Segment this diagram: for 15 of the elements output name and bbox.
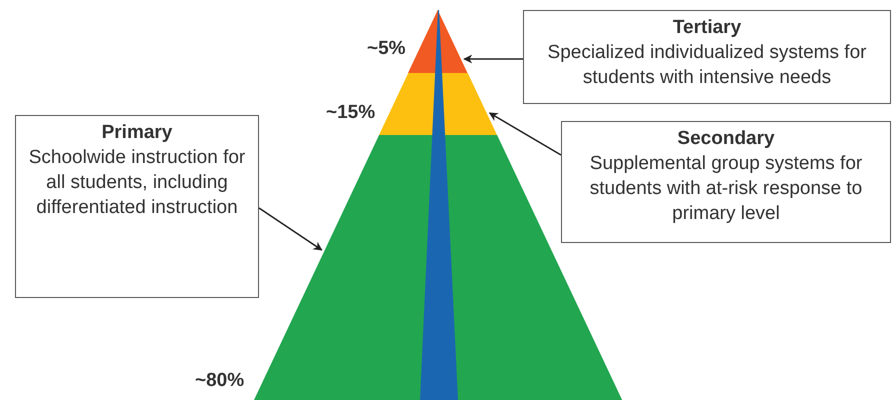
box-text: Schoolwide instruction for all students, including differentiated instruction — [28, 146, 246, 220]
box-heading: Secondary — [676, 127, 776, 151]
percent-label: ~15% — [326, 102, 376, 124]
box-heading: Primary — [100, 121, 174, 145]
arrow — [488, 112, 562, 156]
arrow — [258, 207, 322, 251]
text-box — [523, 10, 891, 104]
percent-label: ~80% — [195, 370, 244, 392]
arrow — [463, 54, 523, 64]
box-text: Specialized individualized systems for students with intensive needs — [546, 41, 868, 90]
box-text: Supplemental group systems for students with at-risk response to primary level — [588, 152, 864, 226]
percent-label: ~5% — [367, 38, 406, 60]
text-box — [15, 115, 259, 298]
text-box — [561, 121, 891, 243]
box-heading: Tertiary — [672, 16, 742, 40]
